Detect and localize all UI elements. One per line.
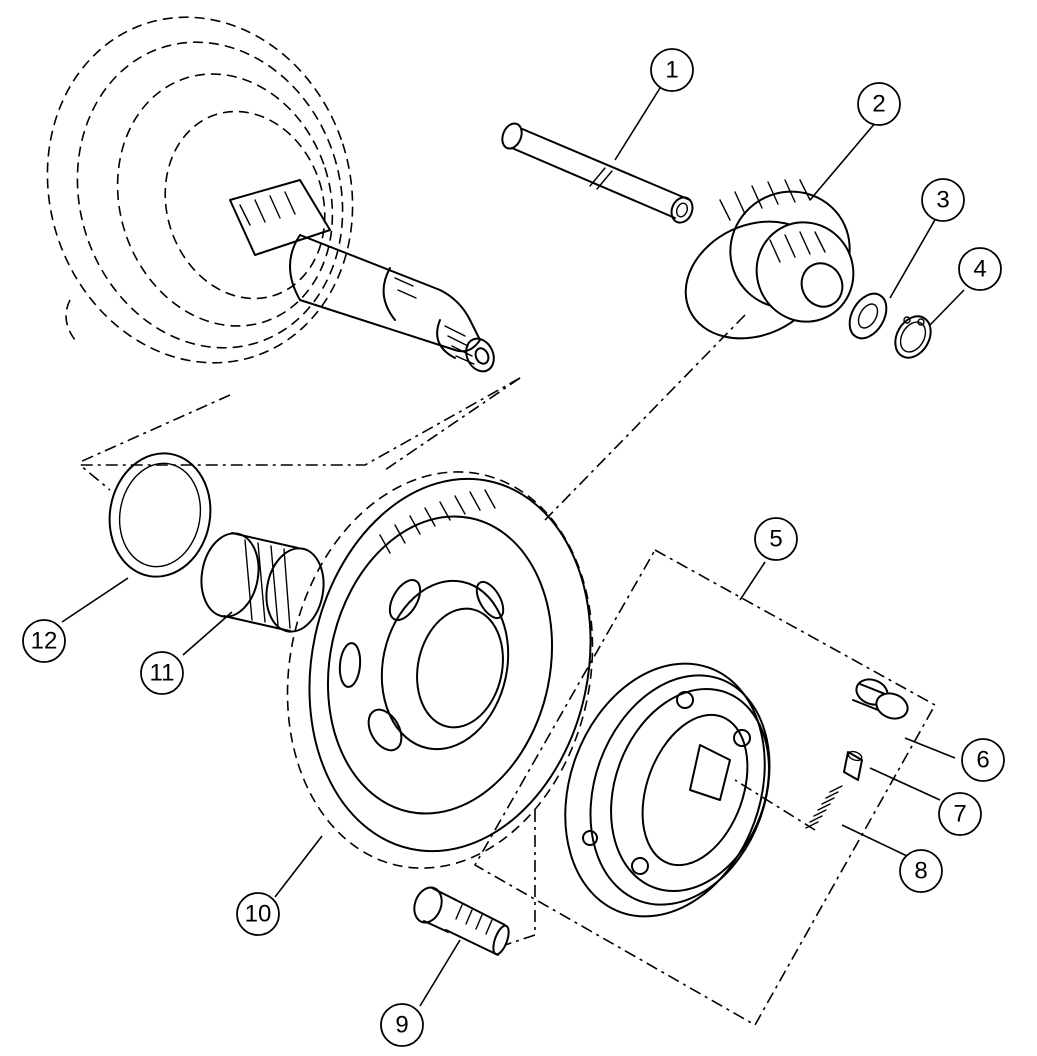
callout-3-label: 3 <box>936 187 949 214</box>
part-4-circlip <box>894 315 932 359</box>
part-9-bolt <box>413 886 510 956</box>
part-11-needle-bearing <box>200 532 325 633</box>
callout-10: 10 <box>236 892 280 936</box>
part-10-driven-gear <box>286 471 594 869</box>
part-8-spring <box>805 785 843 829</box>
callout-6: 6 <box>961 738 1005 782</box>
crankcase-housing <box>46 16 354 364</box>
assembly-guide-lines <box>77 314 816 946</box>
callout-3: 3 <box>921 178 965 222</box>
callout-10-label: 10 <box>245 901 272 928</box>
callout-6-label: 6 <box>976 747 989 774</box>
callout-7-label: 7 <box>953 801 966 828</box>
part-6-roller <box>852 678 909 720</box>
part-1-shaft-pin <box>501 122 694 224</box>
callout-12-label: 12 <box>31 628 58 655</box>
callout-9-label: 9 <box>395 1012 408 1039</box>
callout-11-label: 11 <box>150 660 175 687</box>
part-12-thrust-washer <box>108 452 212 578</box>
callout-9: 9 <box>380 1003 424 1047</box>
output-shaft <box>229 179 495 373</box>
callout-leaders <box>61 87 965 1007</box>
callout-7: 7 <box>938 792 982 836</box>
part-2-idler-gear <box>684 179 855 340</box>
callout-1: 1 <box>650 48 694 92</box>
callout-2: 2 <box>857 82 901 126</box>
part-7-cap <box>843 750 863 781</box>
callout-8: 8 <box>899 849 943 893</box>
callout-12: 12 <box>22 619 66 663</box>
callout-4-label: 4 <box>973 256 986 283</box>
callout-2-label: 2 <box>872 91 885 118</box>
callout-4: 4 <box>958 247 1002 291</box>
callout-8-label: 8 <box>914 858 927 885</box>
callout-5-label: 5 <box>769 526 782 553</box>
callout-11: 11 <box>140 651 184 695</box>
callout-1-label: 1 <box>665 57 678 84</box>
part-5-clutch-assembly <box>473 548 937 1027</box>
part-3-washer <box>848 292 888 340</box>
callout-5: 5 <box>754 517 798 561</box>
